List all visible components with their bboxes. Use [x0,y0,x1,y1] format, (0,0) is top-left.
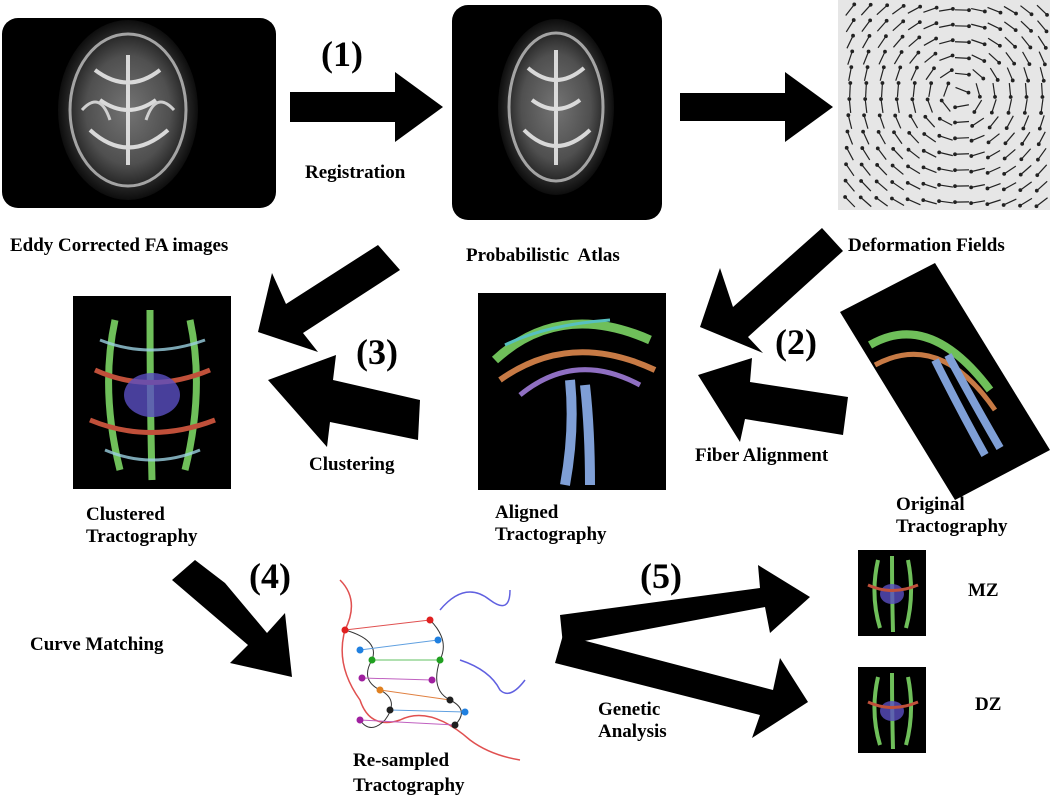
brain-atlas-slice-image [452,5,662,220]
aligned-tracts-image [478,293,666,490]
dz-tracts-thumbnail [858,667,926,753]
label-atlas: Probabilistic Atlas [466,245,620,266]
arrow-genetic-mz [560,565,810,645]
arrow-genetic-dz [555,635,808,738]
label-original-line1: Original [896,494,965,515]
step-3-label: (3) [356,332,398,372]
vector-field-image [838,0,1050,210]
clustered-tracts-image [73,296,231,489]
resampled-curves-image [339,579,526,761]
arrow-fiber-alignment [698,358,848,442]
label-resampled-line1: Re-sampled [353,750,450,771]
step-5-label: (5) [640,556,682,596]
label-clustered-line1: Clustered [86,504,165,525]
flow-arrows [172,72,848,738]
step-4-label: (4) [249,556,291,596]
arrow-clustering [268,355,420,447]
mz-tracts-thumbnail [858,550,926,636]
label-aligned-line1: Aligned [495,502,559,523]
label-dz: DZ [975,694,1002,715]
step-2-label: (2) [775,322,817,362]
label-registration: Registration [305,162,406,183]
label-fiber-alignment: Fiber Alignment [695,445,829,466]
arrow-field-to-aligned [700,228,843,353]
label-mz: MZ [968,580,999,601]
label-clustered-line2: Tractography [86,526,198,547]
arrow-curve-matching [172,560,292,677]
label-deformation: Deformation Fields [848,235,1005,256]
label-genetic-line1: Genetic [598,699,661,720]
brain-fa-slice-image [2,18,276,208]
step-1-label: (1) [321,34,363,74]
label-aligned-line2: Tractography [495,524,607,545]
arrow-atlas-to-field [680,72,833,142]
original-tracts-image [840,263,1050,500]
label-genetic-line2: Analysis [598,721,667,742]
label-eddy-fa: Eddy Corrected FA images [10,235,229,256]
label-resampled-line2: Tractography [353,775,465,796]
label-original-line2: Tractography [896,516,1008,537]
label-clustering: Clustering [309,454,395,475]
label-curve-matching: Curve Matching [30,634,164,655]
arrow-atlas-to-clustered [258,245,400,352]
arrow-registration [290,72,443,142]
